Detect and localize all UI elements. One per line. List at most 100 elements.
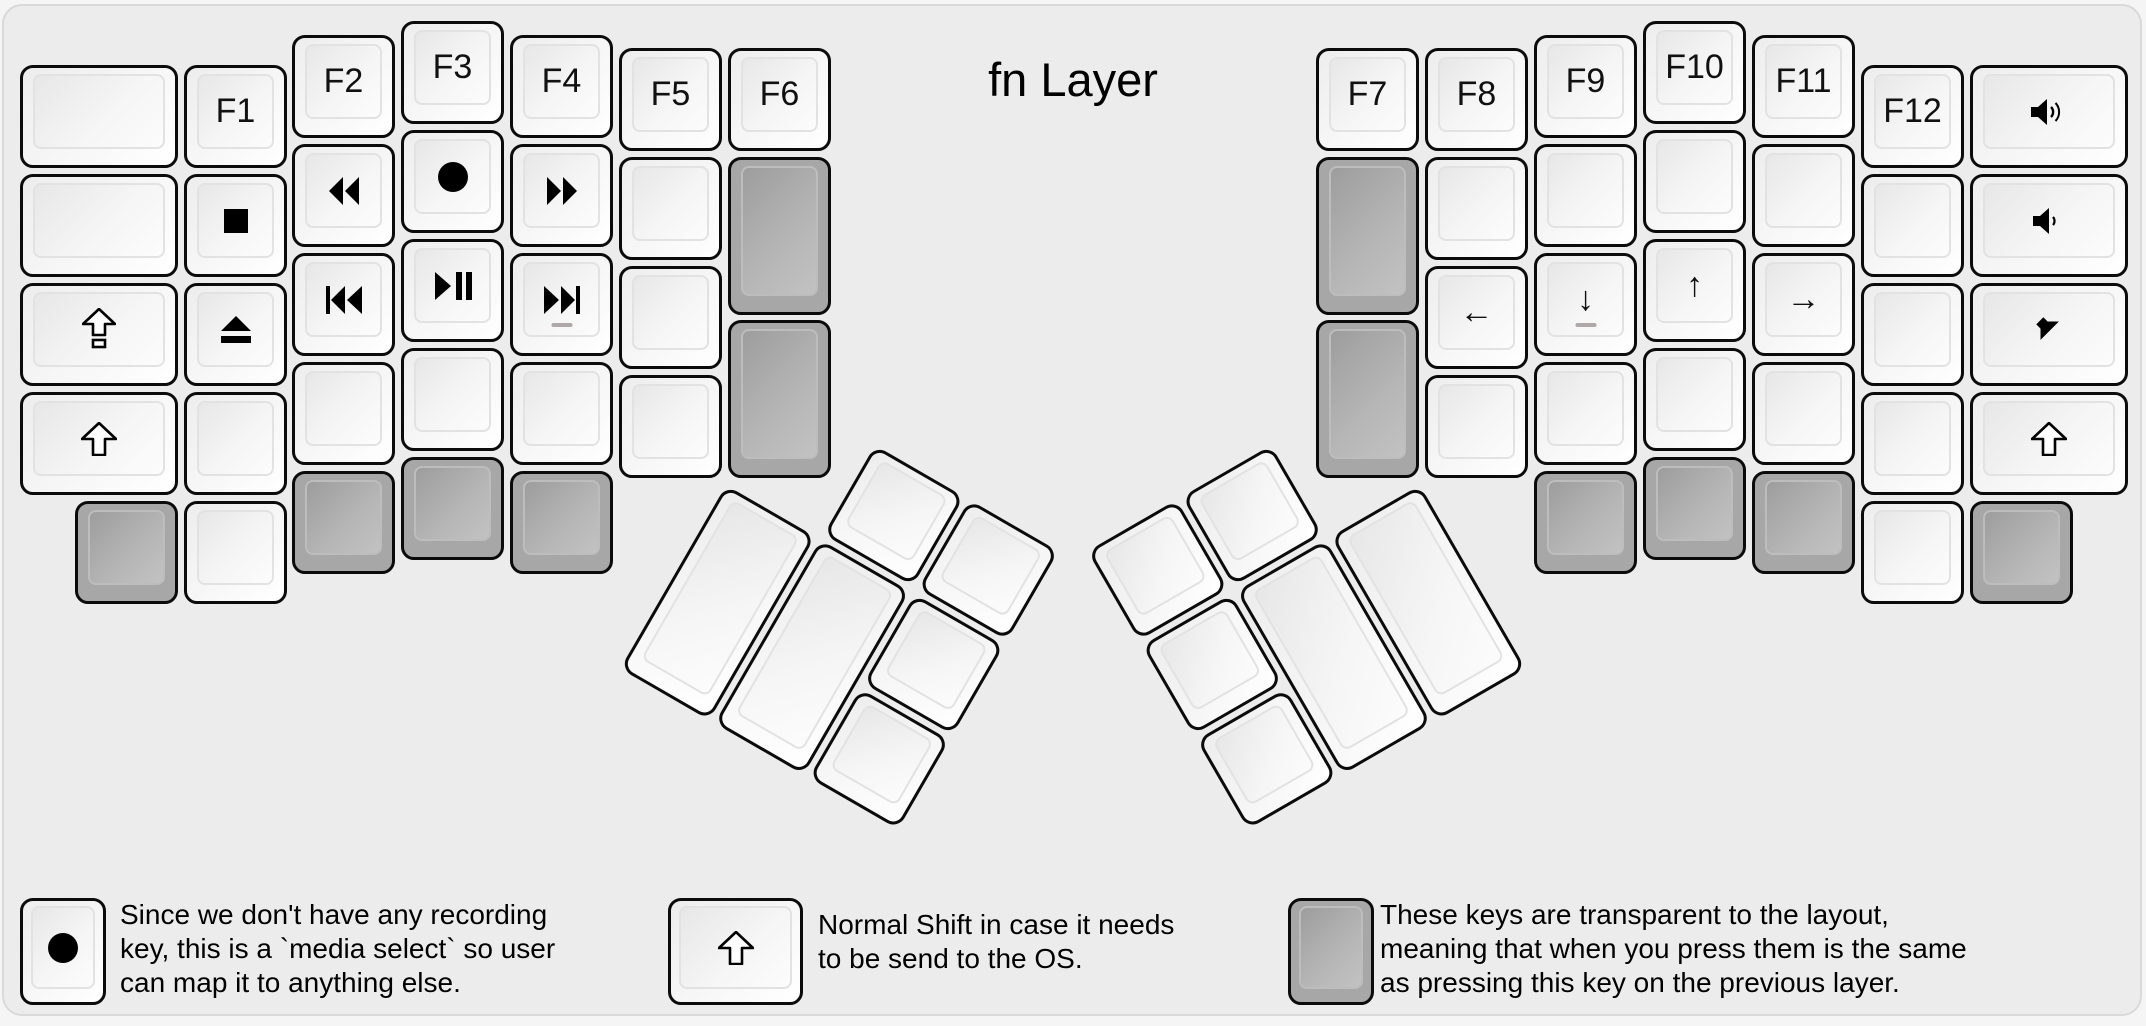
eject-icon: [220, 315, 251, 343]
key-transparent-l-inner-2[interactable]: [728, 320, 831, 478]
legend-text: Normal Shift in case it needs to be send…: [818, 909, 1175, 974]
keycap-top: [632, 384, 709, 459]
keycap-top: ↑: [1656, 248, 1733, 323]
next-track-icon: [543, 285, 580, 314]
rewind-icon: [328, 176, 359, 205]
key-blank-r-c2-r4[interactable]: [1425, 375, 1528, 478]
mute-icon: [2036, 316, 2059, 340]
keycap-top: F2: [305, 44, 382, 119]
key-mute[interactable]: [1970, 283, 2128, 386]
key-transparent-l-bottom-3[interactable]: [401, 457, 504, 560]
key-blank-l-c6-r2[interactable]: [619, 157, 722, 260]
key-blank-r-c6-r3[interactable]: [1861, 283, 1964, 386]
key-label: ←: [1459, 293, 1494, 331]
shift-icon: [717, 930, 754, 965]
keycap-top: [679, 906, 792, 989]
key-transparent-l-bottom-1[interactable]: [75, 501, 178, 604]
keycap-top: [741, 329, 818, 459]
key-f9[interactable]: F9: [1534, 35, 1637, 138]
key-transparent-l-bottom-2[interactable]: [292, 471, 395, 574]
key-f6[interactable]: F6: [728, 48, 831, 151]
key-left-arrow[interactable]: ←: [1425, 266, 1528, 369]
key-fast-forward[interactable]: [510, 144, 613, 247]
key-eject[interactable]: [184, 283, 287, 386]
key-blank-r-c3-r4[interactable]: [1534, 362, 1637, 465]
key-stop[interactable]: [184, 174, 287, 277]
key-blank-r-c5-r2[interactable]: [1752, 144, 1855, 247]
key-blank-l-c5-r4[interactable]: [510, 362, 613, 465]
key-blank-l-c6-r4[interactable]: [619, 375, 722, 478]
key-shift-left[interactable]: [20, 392, 178, 495]
key-f7[interactable]: F7: [1316, 48, 1419, 151]
keycap-top: [33, 183, 165, 258]
key-volume-down[interactable]: [1970, 174, 2128, 277]
key-blank-l-c3-r4[interactable]: [292, 362, 395, 465]
key-blank-r-c4-r4[interactable]: [1643, 348, 1746, 451]
key-blank-r-bottom[interactable]: [1861, 501, 1964, 604]
key-rewind[interactable]: [292, 144, 395, 247]
key-volume-up[interactable]: [1970, 65, 2128, 168]
key-label: F5: [650, 75, 691, 113]
key-blank-l-outer-2[interactable]: [20, 174, 178, 277]
key-transparent-r-bottom-4[interactable]: [1970, 501, 2073, 604]
key-f8[interactable]: F8: [1425, 48, 1528, 151]
key-f12[interactable]: F12: [1861, 65, 1964, 168]
key-blank-l-c2-r4[interactable]: [184, 392, 287, 495]
key-blank-l-c4-r4[interactable]: [401, 348, 504, 451]
key-transparent-r-bottom-3[interactable]: [1752, 471, 1855, 574]
keycap-top: [632, 275, 709, 350]
key-transparent-r-inner-1[interactable]: [1316, 157, 1419, 315]
key-prev-track[interactable]: [292, 253, 395, 356]
key-label: ↑: [1686, 266, 1703, 304]
key-f2[interactable]: F2: [292, 35, 395, 138]
key-label: F11: [1775, 62, 1832, 100]
key-blank-l-c6-r3[interactable]: [619, 266, 722, 369]
key-blank-r-c5-r4[interactable]: [1752, 362, 1855, 465]
key-f3[interactable]: F3: [401, 21, 504, 124]
keycap-top: F5: [632, 57, 709, 132]
keycap-top: [305, 153, 382, 228]
stop-icon: [223, 208, 248, 233]
key-f1[interactable]: F1: [184, 65, 287, 168]
key-transparent-r-inner-2[interactable]: [1316, 320, 1419, 478]
key-transparent-l-bottom-4[interactable]: [510, 471, 613, 574]
key-blank-l-outer-1[interactable]: [20, 65, 178, 168]
keycap-top: [305, 262, 382, 337]
legend-record-key: [20, 898, 106, 1005]
key-play-pause[interactable]: [401, 239, 504, 342]
key-caps-lock[interactable]: [20, 283, 178, 386]
keycap-top: [1656, 357, 1733, 432]
key-f4[interactable]: F4: [510, 35, 613, 138]
keycap-top: [1157, 608, 1262, 712]
key-f11[interactable]: F11: [1752, 35, 1855, 138]
key-f5[interactable]: F5: [619, 48, 722, 151]
keycap-top: ↓: [1547, 262, 1624, 337]
key-label: F2: [323, 62, 364, 100]
key-up-arrow[interactable]: ↑: [1643, 239, 1746, 342]
keycap-top: [523, 371, 600, 446]
key-transparent-l-inner-1[interactable]: [728, 157, 831, 315]
key-shift-right[interactable]: [1970, 392, 2128, 495]
key-f10[interactable]: F10: [1643, 21, 1746, 124]
keycap-top: [414, 466, 491, 541]
key-transparent-r-bottom-2[interactable]: [1643, 457, 1746, 560]
key-blank-r-c6-r4[interactable]: [1861, 392, 1964, 495]
keycap-top: F9: [1547, 44, 1624, 119]
key-blank-r-c2-r2[interactable]: [1425, 157, 1528, 260]
key-right-arrow[interactable]: →: [1752, 253, 1855, 356]
key-next-track[interactable]: [510, 253, 613, 356]
key-blank-r-c6-r2[interactable]: [1861, 174, 1964, 277]
key-blank-l-bottom[interactable]: [184, 501, 287, 604]
legend-key-slot: [20, 898, 106, 1005]
keycap-top: F11: [1765, 44, 1842, 119]
keycap-top: [1547, 480, 1624, 555]
keycap-top: [1656, 466, 1733, 541]
key-label: ↓: [1577, 280, 1594, 318]
key-blank-r-c4-r2[interactable]: [1643, 130, 1746, 233]
key-blank-r-c3-r2[interactable]: [1534, 144, 1637, 247]
keycap-top: F7: [1329, 57, 1406, 132]
key-transparent-r-bottom-1[interactable]: [1534, 471, 1637, 574]
key-down-arrow[interactable]: ↓: [1534, 253, 1637, 356]
key-record[interactable]: [401, 130, 504, 233]
keycap-top: [884, 608, 989, 712]
